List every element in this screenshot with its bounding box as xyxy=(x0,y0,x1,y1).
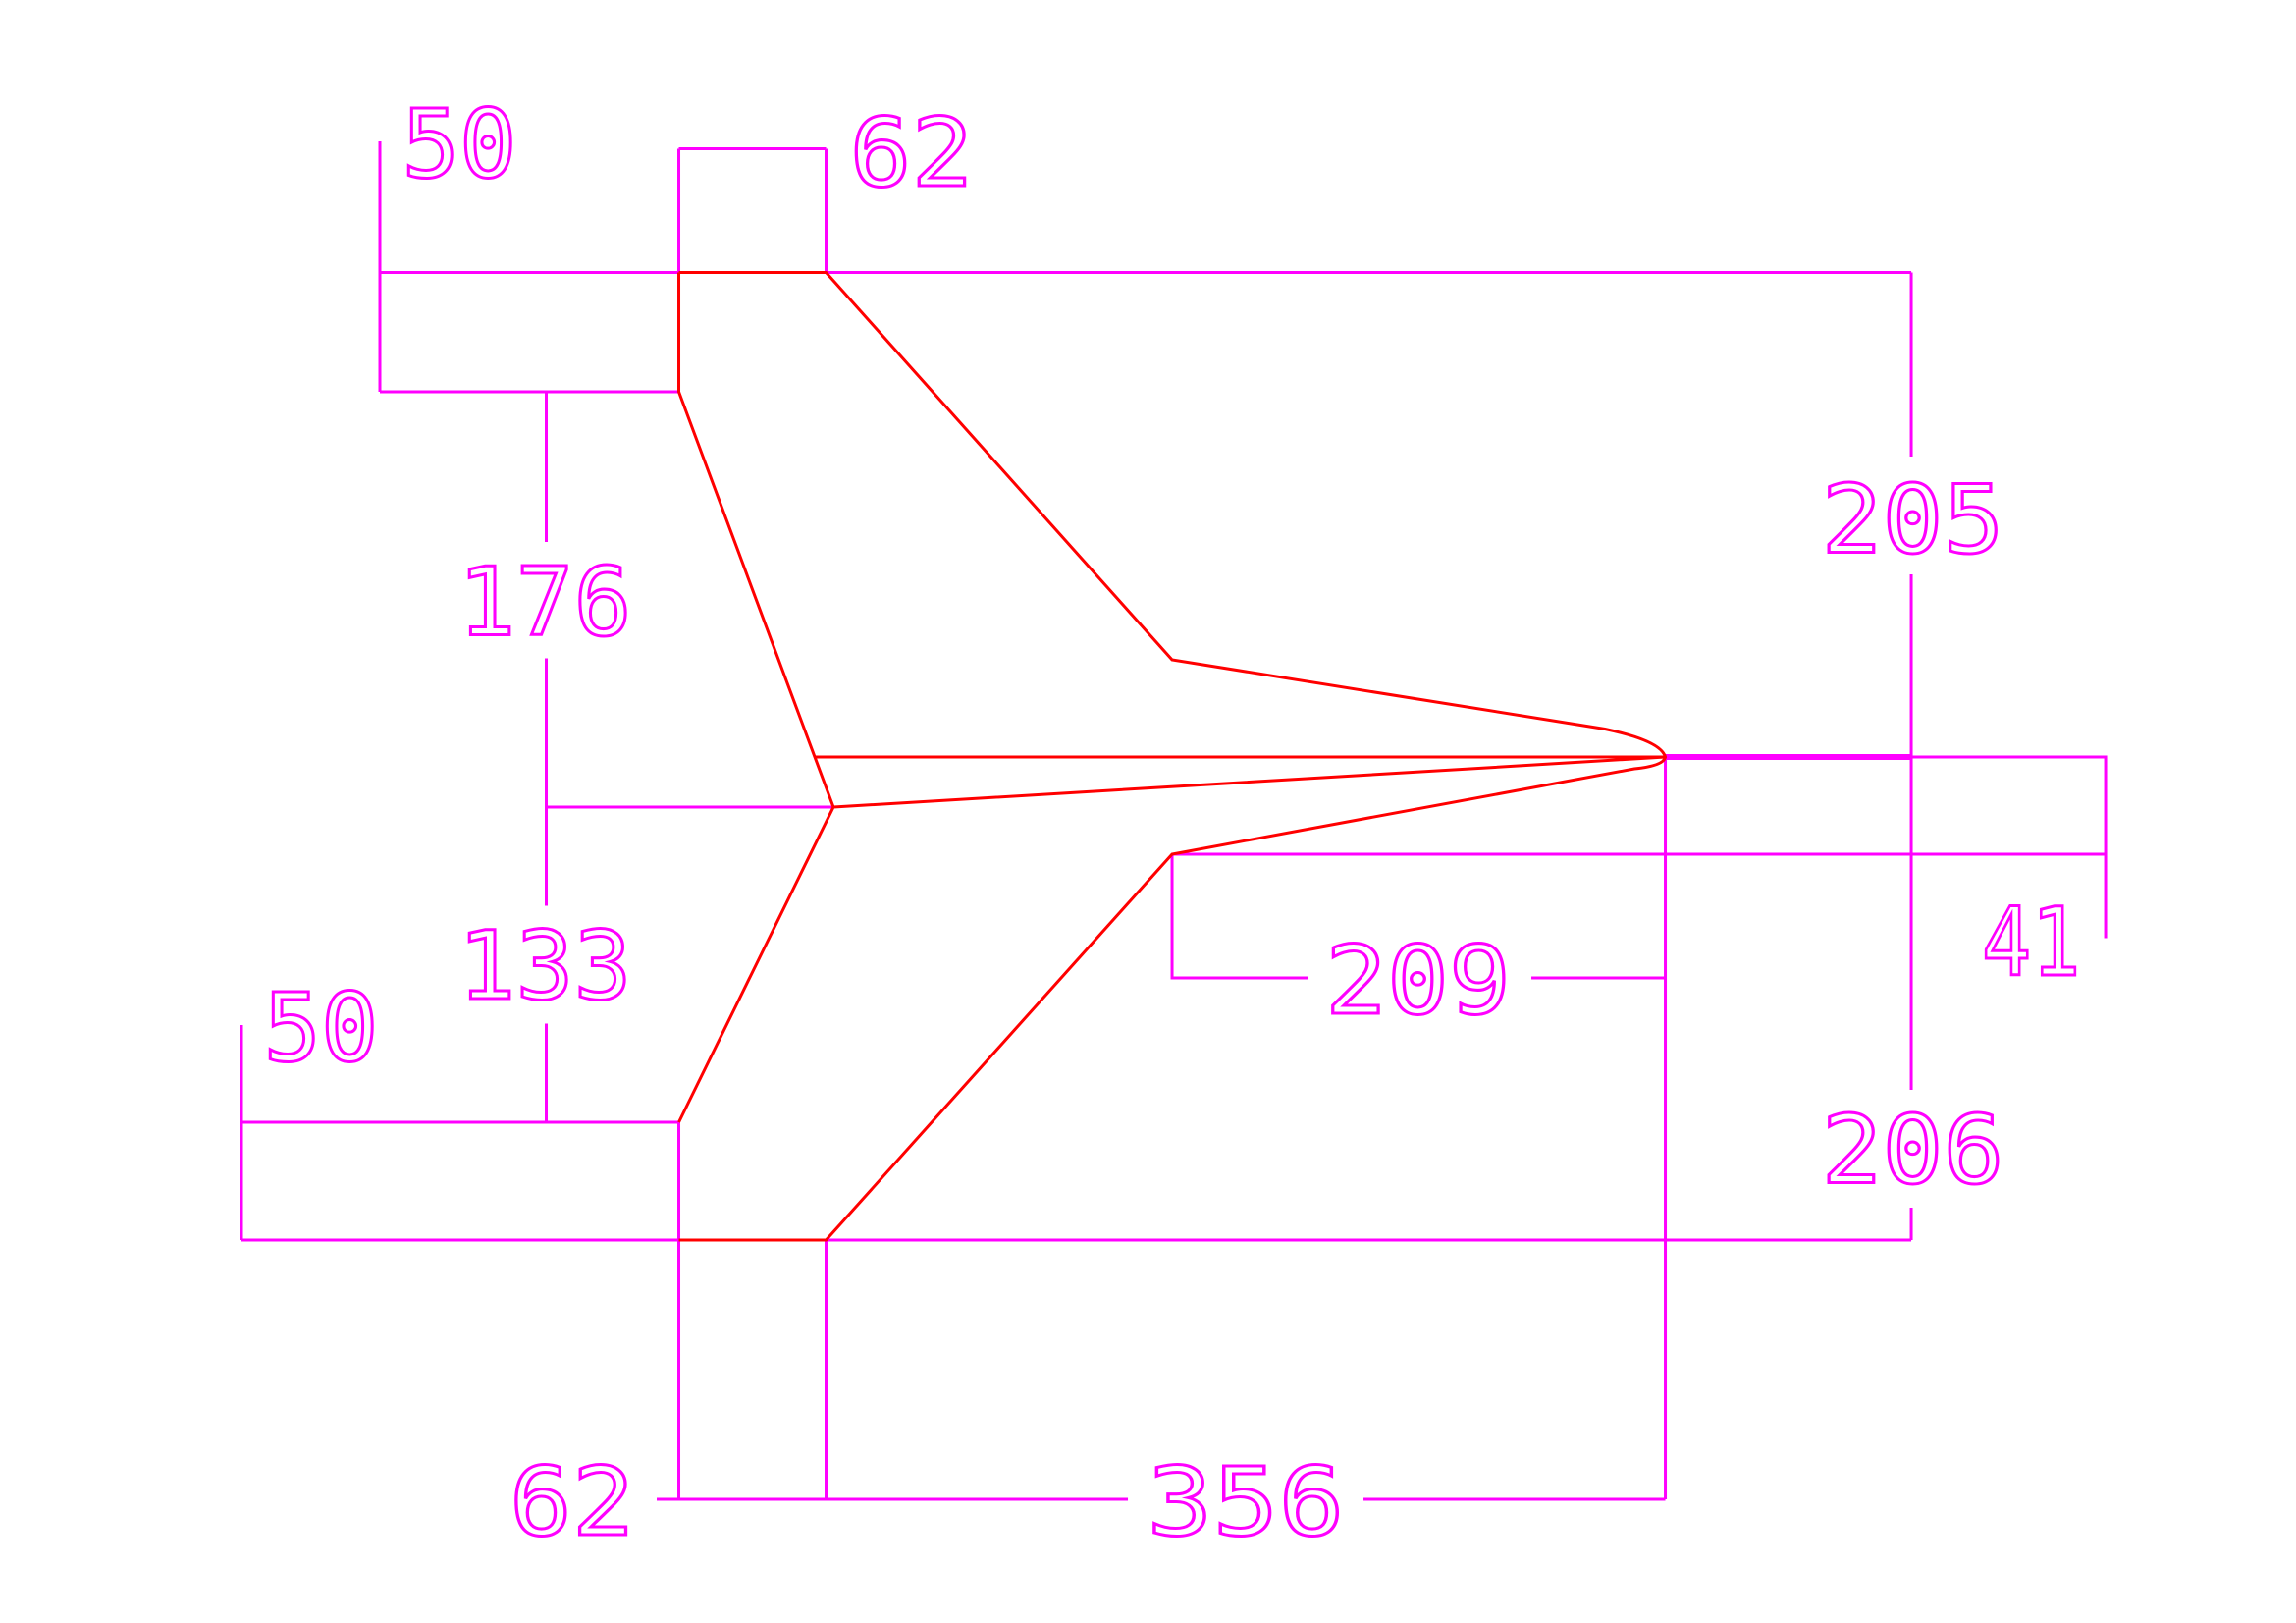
dim-label-right-lower-height: 206 xyxy=(1822,1096,2004,1206)
dim-label-bottom-neck: 62 xyxy=(509,1447,635,1557)
dim-label-left-lower-height: 133 xyxy=(458,911,632,1021)
dimension-labels: 50 62 205 176 133 50 209 41 206 62 356 xyxy=(262,88,2082,1559)
dimension-lines xyxy=(240,141,2108,1501)
part-outline xyxy=(677,271,1668,1242)
dim-label-inner-width: 209 xyxy=(1325,926,1511,1036)
dim-label-bottom-left-flange: 50 xyxy=(264,973,379,1083)
dim-label-top-neck: 62 xyxy=(850,98,974,208)
dim-label-left-upper-height: 176 xyxy=(458,548,632,658)
dim-label-top-left-flange: 50 xyxy=(402,89,517,199)
dim-label-overall-length: 356 xyxy=(1148,1447,1345,1557)
dim-label-tip-offset: 41 xyxy=(1982,888,2081,998)
dim-label-right-upper-height: 205 xyxy=(1822,465,2004,575)
